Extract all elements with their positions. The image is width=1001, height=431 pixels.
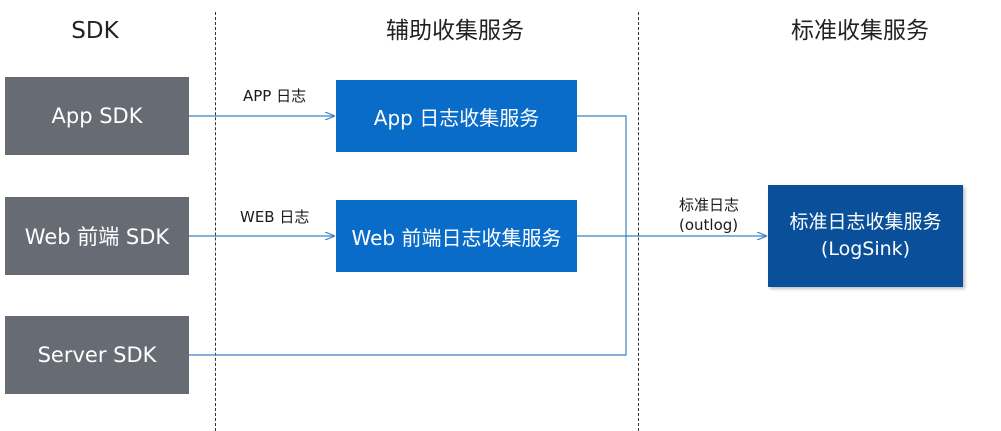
column-title-sdk: SDK bbox=[71, 18, 119, 44]
standard-log-service-title: 标准日志收集服务 bbox=[789, 211, 942, 233]
connector-app-service-to-bus bbox=[577, 115, 627, 236]
server-sdk-box: Server SDK bbox=[5, 316, 189, 394]
standard-log-service-box: 标准日志收集服务 (LogSink) bbox=[768, 185, 963, 287]
column-divider-left bbox=[215, 12, 216, 431]
app-log-service-label: App 日志收集服务 bbox=[373, 105, 540, 130]
edge-label-web-log: WEB 日志 bbox=[240, 208, 310, 226]
column-title-standard-service: 标准收集服务 bbox=[791, 18, 929, 44]
edge-label-standard-log-line2: (outlog) bbox=[679, 216, 739, 234]
server-sdk-label: Server SDK bbox=[37, 343, 157, 367]
connector-server-sdk-to-bus bbox=[189, 236, 627, 356]
standard-log-service-subtitle: (LogSink) bbox=[820, 238, 911, 260]
web-sdk-box: Web 前端 SDK bbox=[5, 197, 189, 275]
edge-label-standard-log: 标准日志 (outlog) bbox=[679, 195, 739, 235]
web-log-service-box: Web 前端日志收集服务 bbox=[336, 200, 577, 272]
app-log-service-box: App 日志收集服务 bbox=[336, 80, 577, 152]
web-log-service-label: Web 前端日志收集服务 bbox=[351, 225, 562, 250]
app-sdk-box: App SDK bbox=[5, 77, 189, 155]
edge-label-standard-log-line1: 标准日志 bbox=[679, 196, 740, 214]
column-divider-right bbox=[638, 12, 639, 431]
web-sdk-label: Web 前端 SDK bbox=[24, 225, 170, 249]
column-title-aux-services: 辅助收集服务 bbox=[386, 18, 524, 44]
app-sdk-label: App SDK bbox=[51, 104, 143, 128]
edge-label-app-log: APP 日志 bbox=[243, 87, 307, 105]
